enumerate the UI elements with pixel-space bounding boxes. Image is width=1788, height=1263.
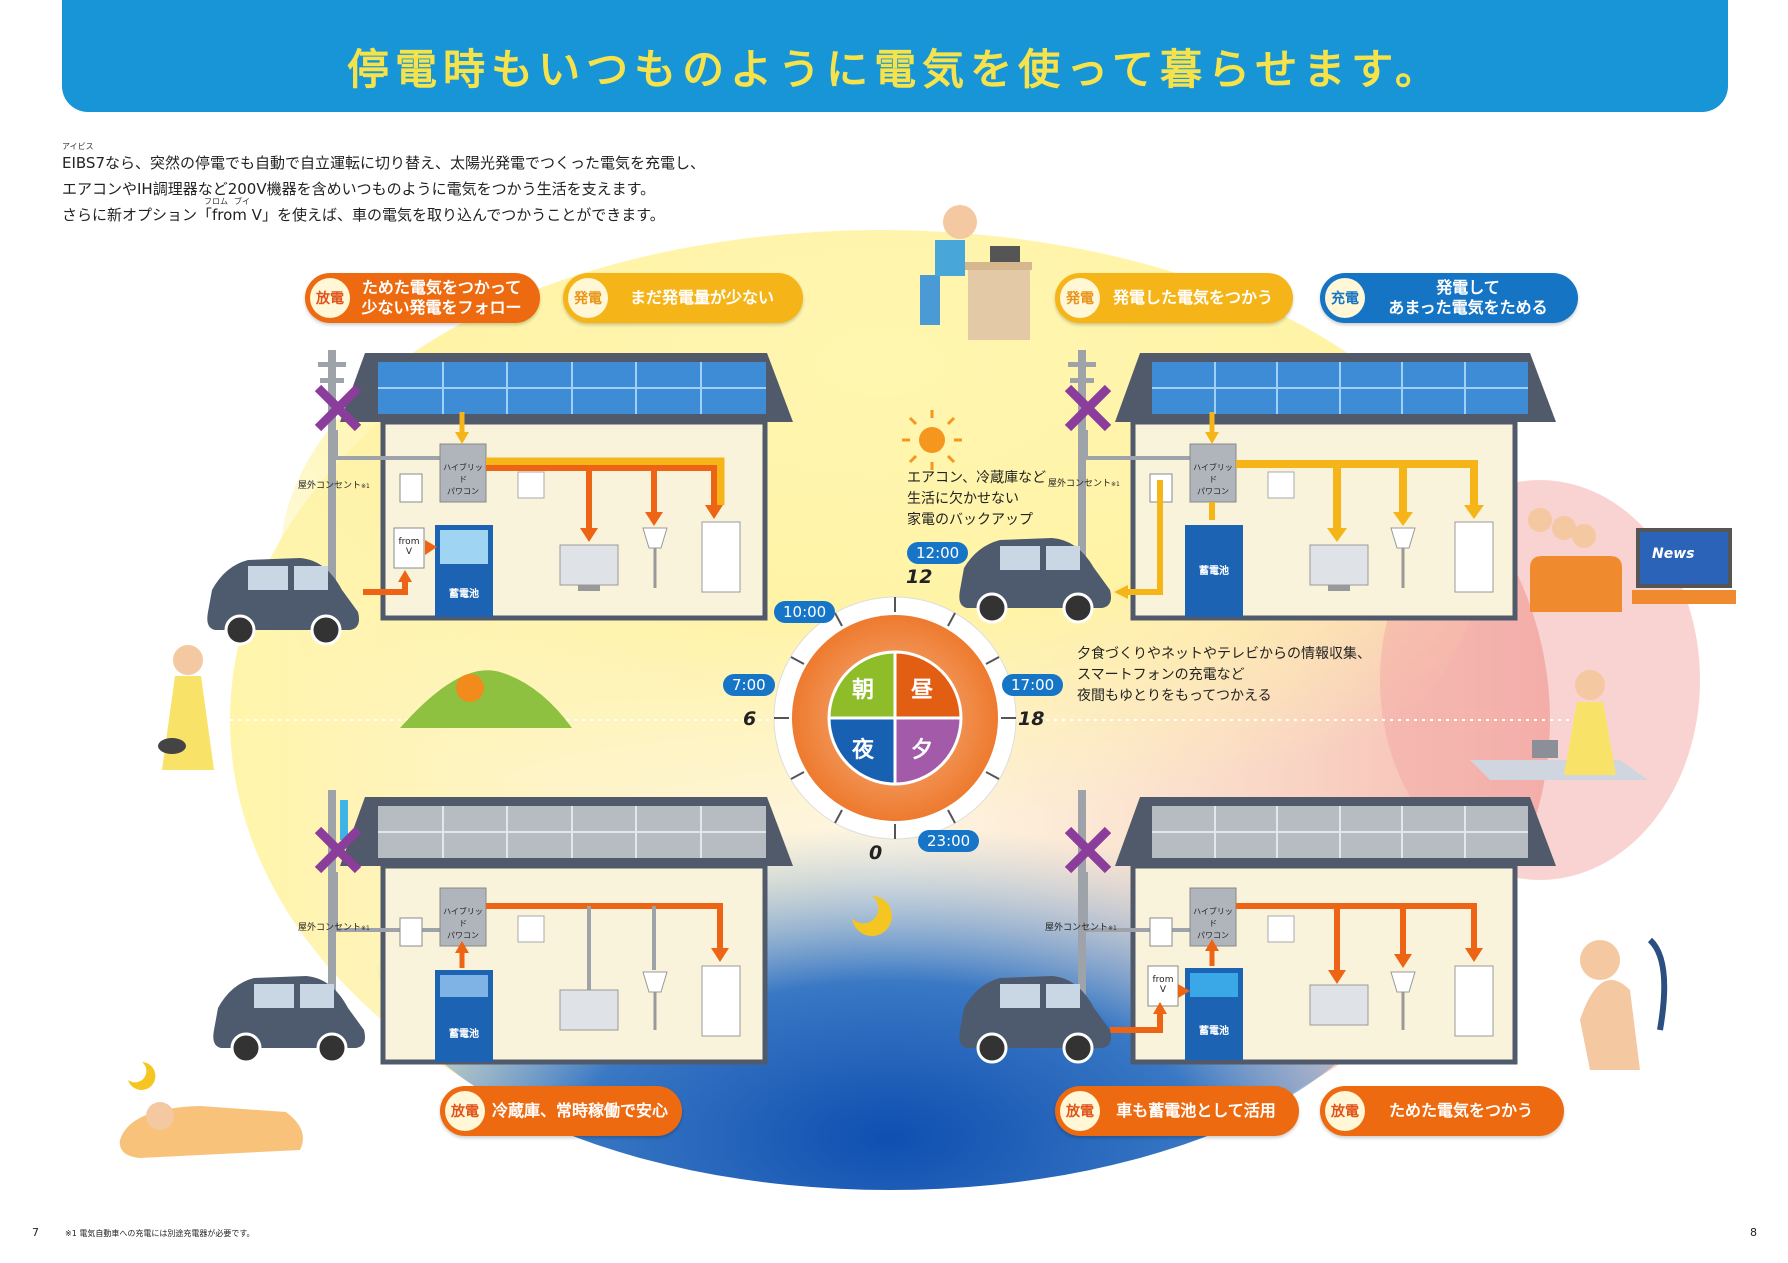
pcs-label: ハイブリッドパワコン [443, 463, 483, 496]
pill-noon-generate: 発電 発電した電気をつかう [1055, 273, 1293, 323]
badge-generate: 発電 [1060, 278, 1100, 318]
badge-generate: 発電 [568, 278, 608, 318]
battery-label: 蓄電池 [449, 1029, 479, 1040]
time-1200: 12:00 [907, 542, 969, 564]
moon-icon [852, 896, 892, 936]
page-number-left: 7 [32, 1226, 39, 1239]
segment-noon: 昼 [910, 678, 933, 703]
time-0700: 7:00 [723, 674, 775, 696]
outlet-label: 屋外コンセント※1 [1045, 923, 1117, 933]
pill-noon-charge: 充電 発電してあまった電気をためる [1320, 273, 1578, 323]
segment-night: 夜 [851, 738, 874, 763]
outlet-label: 屋外コンセント※1 [1048, 479, 1120, 489]
time-2300: 23:00 [918, 830, 980, 852]
ruby-eibs: アイビス [62, 142, 94, 151]
pill-evening-discharge-car: 放電 車も蓄電池として活用 [1055, 1086, 1299, 1136]
stove-cook-illustration [1470, 670, 1648, 780]
battery-label: 蓄電池 [1199, 1026, 1229, 1037]
intro-text: EIBS7なら、突然の停電でも自動で自立運転に切り替え、太陽光発電でつくった電気… [62, 150, 705, 228]
pcs-label: ハイブリッドパワコン [443, 907, 483, 940]
intro-line-1: EIBS7なら、突然の停電でも自動で自立運転に切り替え、太陽光発電でつくった電気… [62, 154, 705, 172]
pill-night-discharge: 放電 冷蔵庫、常時稼働で安心 [440, 1086, 682, 1136]
time-1000: 10:00 [774, 601, 836, 623]
time-1700: 17:00 [1002, 674, 1064, 696]
ruby-from: フロム [204, 197, 228, 206]
battery-label: 蓄電池 [1199, 566, 1229, 577]
pill-morning-generate: 発電 まだ発電量が少ない [563, 273, 803, 323]
pcs-label: ハイブリッドパワコン [1193, 907, 1233, 940]
noon-note: エアコン、冷蔵庫など 生活に欠かせない 家電のバックアップ [907, 470, 1047, 528]
house-evening [959, 790, 1668, 1070]
house-night [119, 790, 793, 1158]
intro-line-3: さらに新オプション「from V」を使えば、車の電気を取り込んでつかうことができ… [62, 206, 665, 224]
sunrise-hill-illustration [400, 670, 572, 728]
outlet-label: 屋外コンセント※1 [298, 923, 370, 933]
house-noon [959, 350, 1736, 624]
badge-discharge: 放電 [1060, 1091, 1100, 1131]
footnote: ※1 電気自動車への充電には別途充電器が必要です。 [65, 1229, 255, 1238]
hour-6: 6 [743, 708, 757, 730]
segment-morning: 朝 [851, 678, 874, 703]
page-number-right: 8 [1750, 1226, 1757, 1239]
tv-news-label: News [1652, 546, 1695, 562]
badge-discharge: 放電 [1325, 1091, 1365, 1131]
day-clock [773, 596, 1017, 840]
page-title: 停電時もいつものように電気を使って暮らせます。 [346, 45, 1444, 94]
battery-label: 蓄電池 [449, 589, 479, 600]
evening-note: 夕食づくりやネットやテレビからの情報収集、 スマートフォンの充電など 夜間もゆと… [1077, 646, 1371, 704]
title-banner: 停電時もいつものように電気を使って暮らせます。 [62, 0, 1728, 112]
badge-discharge: 放電 [310, 278, 350, 318]
badge-charge: 充電 [1325, 278, 1365, 318]
pill-morning-discharge: 放電 ためた電気をつかって少ない発電をフォロー [305, 273, 540, 323]
cooking-woman-illustration [158, 645, 214, 770]
hour-12: 12 [906, 566, 933, 588]
house-morning [207, 350, 793, 646]
segment-evening: 夕 [910, 738, 933, 763]
badge-discharge: 放電 [445, 1091, 485, 1131]
pcs-label: ハイブリッドパワコン [1193, 463, 1233, 496]
pill-evening-discharge: 放電 ためた電気をつかう [1320, 1086, 1564, 1136]
ruby-v: ブイ [234, 197, 250, 206]
worker-at-desk-illustration [920, 205, 1032, 340]
sun-icon [902, 410, 962, 470]
outlet-label: 屋外コンセント※1 [298, 481, 370, 491]
hour-18: 18 [1018, 708, 1045, 730]
intro-line-2: エアコンやIH調理器など200V機器を含めいつものように電気をつかう生活を支えま… [62, 180, 656, 198]
hour-0: 0 [869, 842, 883, 864]
